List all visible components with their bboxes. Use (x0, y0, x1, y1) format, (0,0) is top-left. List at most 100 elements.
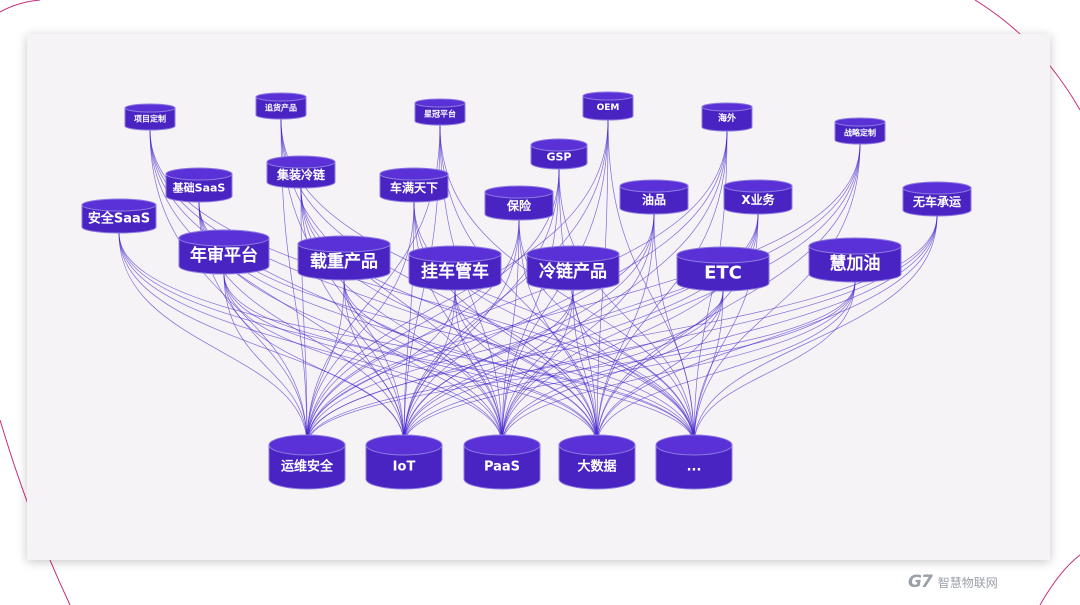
node-n17-top (408, 245, 502, 263)
link-n3-b3 (596, 119, 609, 446)
node-b3: 大数据 (558, 434, 636, 490)
node-n14: 安全SaaS (81, 198, 157, 234)
deco-curve-bottom-right (1039, 554, 1080, 605)
link-n18-b3 (572, 289, 598, 446)
link-n16-b3 (343, 279, 598, 446)
node-n2-top (414, 98, 466, 108)
node-n0-top (124, 103, 176, 113)
link-n16-b1 (343, 279, 405, 446)
link-n0-b0 (149, 129, 308, 446)
link-n7-b4 (198, 201, 695, 446)
link-n13-b2 (501, 215, 938, 446)
node-n1-body (255, 96, 307, 120)
node-n13-label: 无车承运 (912, 194, 961, 209)
link-n17-b0 (306, 289, 456, 446)
node-n8-body (266, 161, 336, 189)
node-n2-label: 星冠平台 (424, 109, 456, 119)
link-n15-b3 (223, 273, 598, 446)
node-n12-top (723, 179, 793, 193)
node-b0: 运维安全 (268, 434, 346, 490)
link-n4-b1 (403, 130, 728, 446)
node-n20-top (808, 237, 902, 255)
node-n7-top (165, 167, 233, 181)
link-n19-b1 (403, 290, 724, 446)
node-n14-body (81, 204, 157, 234)
node-n8: 集装冷链 (266, 155, 336, 189)
node-b3-body (558, 444, 636, 490)
node-b4-label: ... (687, 460, 702, 475)
link-n8-b1 (300, 187, 405, 446)
node-n9-body (379, 173, 449, 203)
node-n11-label: 油品 (642, 192, 666, 207)
node-b1-label: IoT (393, 460, 416, 475)
node-n16-body (297, 243, 391, 281)
node-n15-body (178, 237, 270, 275)
node-n4-body (701, 106, 753, 132)
node-n13: 无车承运 (902, 181, 972, 217)
link-n18-b4 (572, 289, 695, 446)
node-n20-label: 慧加油 (830, 253, 881, 274)
node-n16-label: 载重产品 (310, 251, 378, 272)
link-n5-b0 (306, 143, 861, 446)
node-n1-label: 追货产品 (265, 103, 297, 113)
link-n4-b0 (306, 130, 728, 446)
node-b2: PaaS (463, 434, 541, 490)
link-n14-b3 (118, 232, 598, 446)
node-n5-label: 战略定制 (844, 128, 876, 138)
link-n16-b0 (306, 279, 345, 446)
link-n16-b2 (343, 279, 503, 446)
node-b0-top (268, 434, 346, 456)
node-n0: 项目定制 (124, 103, 176, 131)
node-n10-body (484, 191, 554, 221)
node-n7-body (165, 173, 233, 203)
link-n15-b4 (223, 273, 695, 446)
node-n12-body (723, 185, 793, 215)
link-n14-b4 (118, 232, 695, 446)
link-n4-b2 (501, 130, 728, 446)
link-n5-b4 (693, 143, 861, 446)
node-b1-body (365, 444, 443, 490)
node-n15-label: 年审平台 (190, 245, 258, 266)
link-n13-b3 (596, 215, 938, 446)
link-n3-b0 (306, 119, 609, 446)
node-b0-label: 运维安全 (281, 459, 334, 475)
node-n13-body (902, 187, 972, 217)
node-n18-body (526, 253, 620, 291)
node-n8-top (266, 155, 336, 169)
node-n4: 海外 (701, 102, 753, 132)
node-n17: 挂车管车 (408, 245, 502, 291)
node-n18-label: 冷链产品 (539, 261, 607, 282)
node-n13-top (902, 181, 972, 195)
node-n5-top (834, 117, 886, 127)
node-n2-body (414, 102, 466, 126)
node-n8-label: 集装冷链 (276, 167, 326, 182)
node-b0-body (268, 444, 346, 490)
link-n17-b4 (454, 289, 695, 446)
link-n15-b1 (223, 273, 405, 446)
link-n11-b1 (403, 213, 655, 446)
link-n6-b4 (558, 168, 695, 446)
link-n20-b4 (693, 281, 856, 446)
node-b3-top (558, 434, 636, 456)
link-n16-b4 (343, 279, 695, 446)
node-n17-body (408, 253, 502, 291)
node-b4: ... (655, 434, 733, 490)
node-n19-top (676, 246, 770, 264)
node-n3-label: OEM (597, 103, 620, 113)
link-n20-b3 (596, 281, 856, 446)
node-n16-top (297, 235, 391, 253)
node-b1-top (365, 434, 443, 456)
node-n18-top (526, 245, 620, 263)
node-n3: OEM (582, 91, 634, 121)
node-n15: 年审平台 (178, 229, 270, 275)
link-n20-b0 (306, 281, 856, 446)
node-n0-body (124, 107, 176, 131)
node-n11-body (619, 185, 689, 215)
node-n1-top (255, 92, 307, 102)
node-n3-body (582, 95, 634, 121)
link-n19-b2 (501, 290, 724, 446)
node-n7-label: 基础SaaS (172, 181, 226, 195)
link-n19-b0 (306, 290, 724, 446)
node-layer: 项目定制追货产品星冠平台OEM海外战略定制GSP基础SaaS集装冷链车满天下保险… (81, 91, 972, 490)
node-n4-top (701, 102, 753, 112)
